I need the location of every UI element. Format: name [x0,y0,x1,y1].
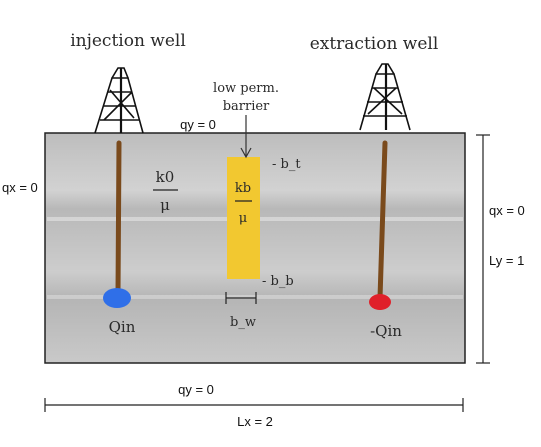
matrix-perm-numerator: k0 [156,168,175,186]
barrier-width-dimension [225,292,257,304]
injection-derrick-icon [94,67,144,134]
extraction-rate-label: -Qin [370,322,402,340]
width-dimension [44,398,464,412]
barrier-top-label: - b_t [272,157,301,172]
bottom-boundary-label: qy = 0 [178,382,214,397]
injection-well-label: injection well [70,31,186,51]
barrier-callout-arrowhead [240,147,252,159]
injection-point-marker [103,288,131,308]
extraction-well-casing [377,140,388,301]
top-boundary-label: qy = 0 [180,117,216,132]
extraction-well-label: extraction well [310,34,439,54]
right-boundary-label: qx = 0 [489,203,525,218]
extraction-derrick-icon [359,63,411,131]
barrier-callout-line-1: low perm. [213,81,279,96]
barrier-width-label: b_w [230,315,256,330]
matrix-perm-denominator: μ [160,196,170,214]
extraction-point-marker [369,294,391,310]
height-dimension [476,134,490,364]
barrier-perm-denominator: μ [239,211,247,226]
barrier-callout-line-2: barrier [223,99,270,114]
width-label: Lx = 2 [237,414,273,429]
left-boundary-label: qx = 0 [2,180,38,195]
injection-rate-label: Qin [109,318,136,336]
injection-well-casing [115,140,122,296]
low-perm-barrier [227,157,260,279]
barrier-perm-numerator: kb [235,181,251,196]
height-label: Ly = 1 [489,253,524,268]
barrier-bottom-label: - b_b [262,274,294,289]
